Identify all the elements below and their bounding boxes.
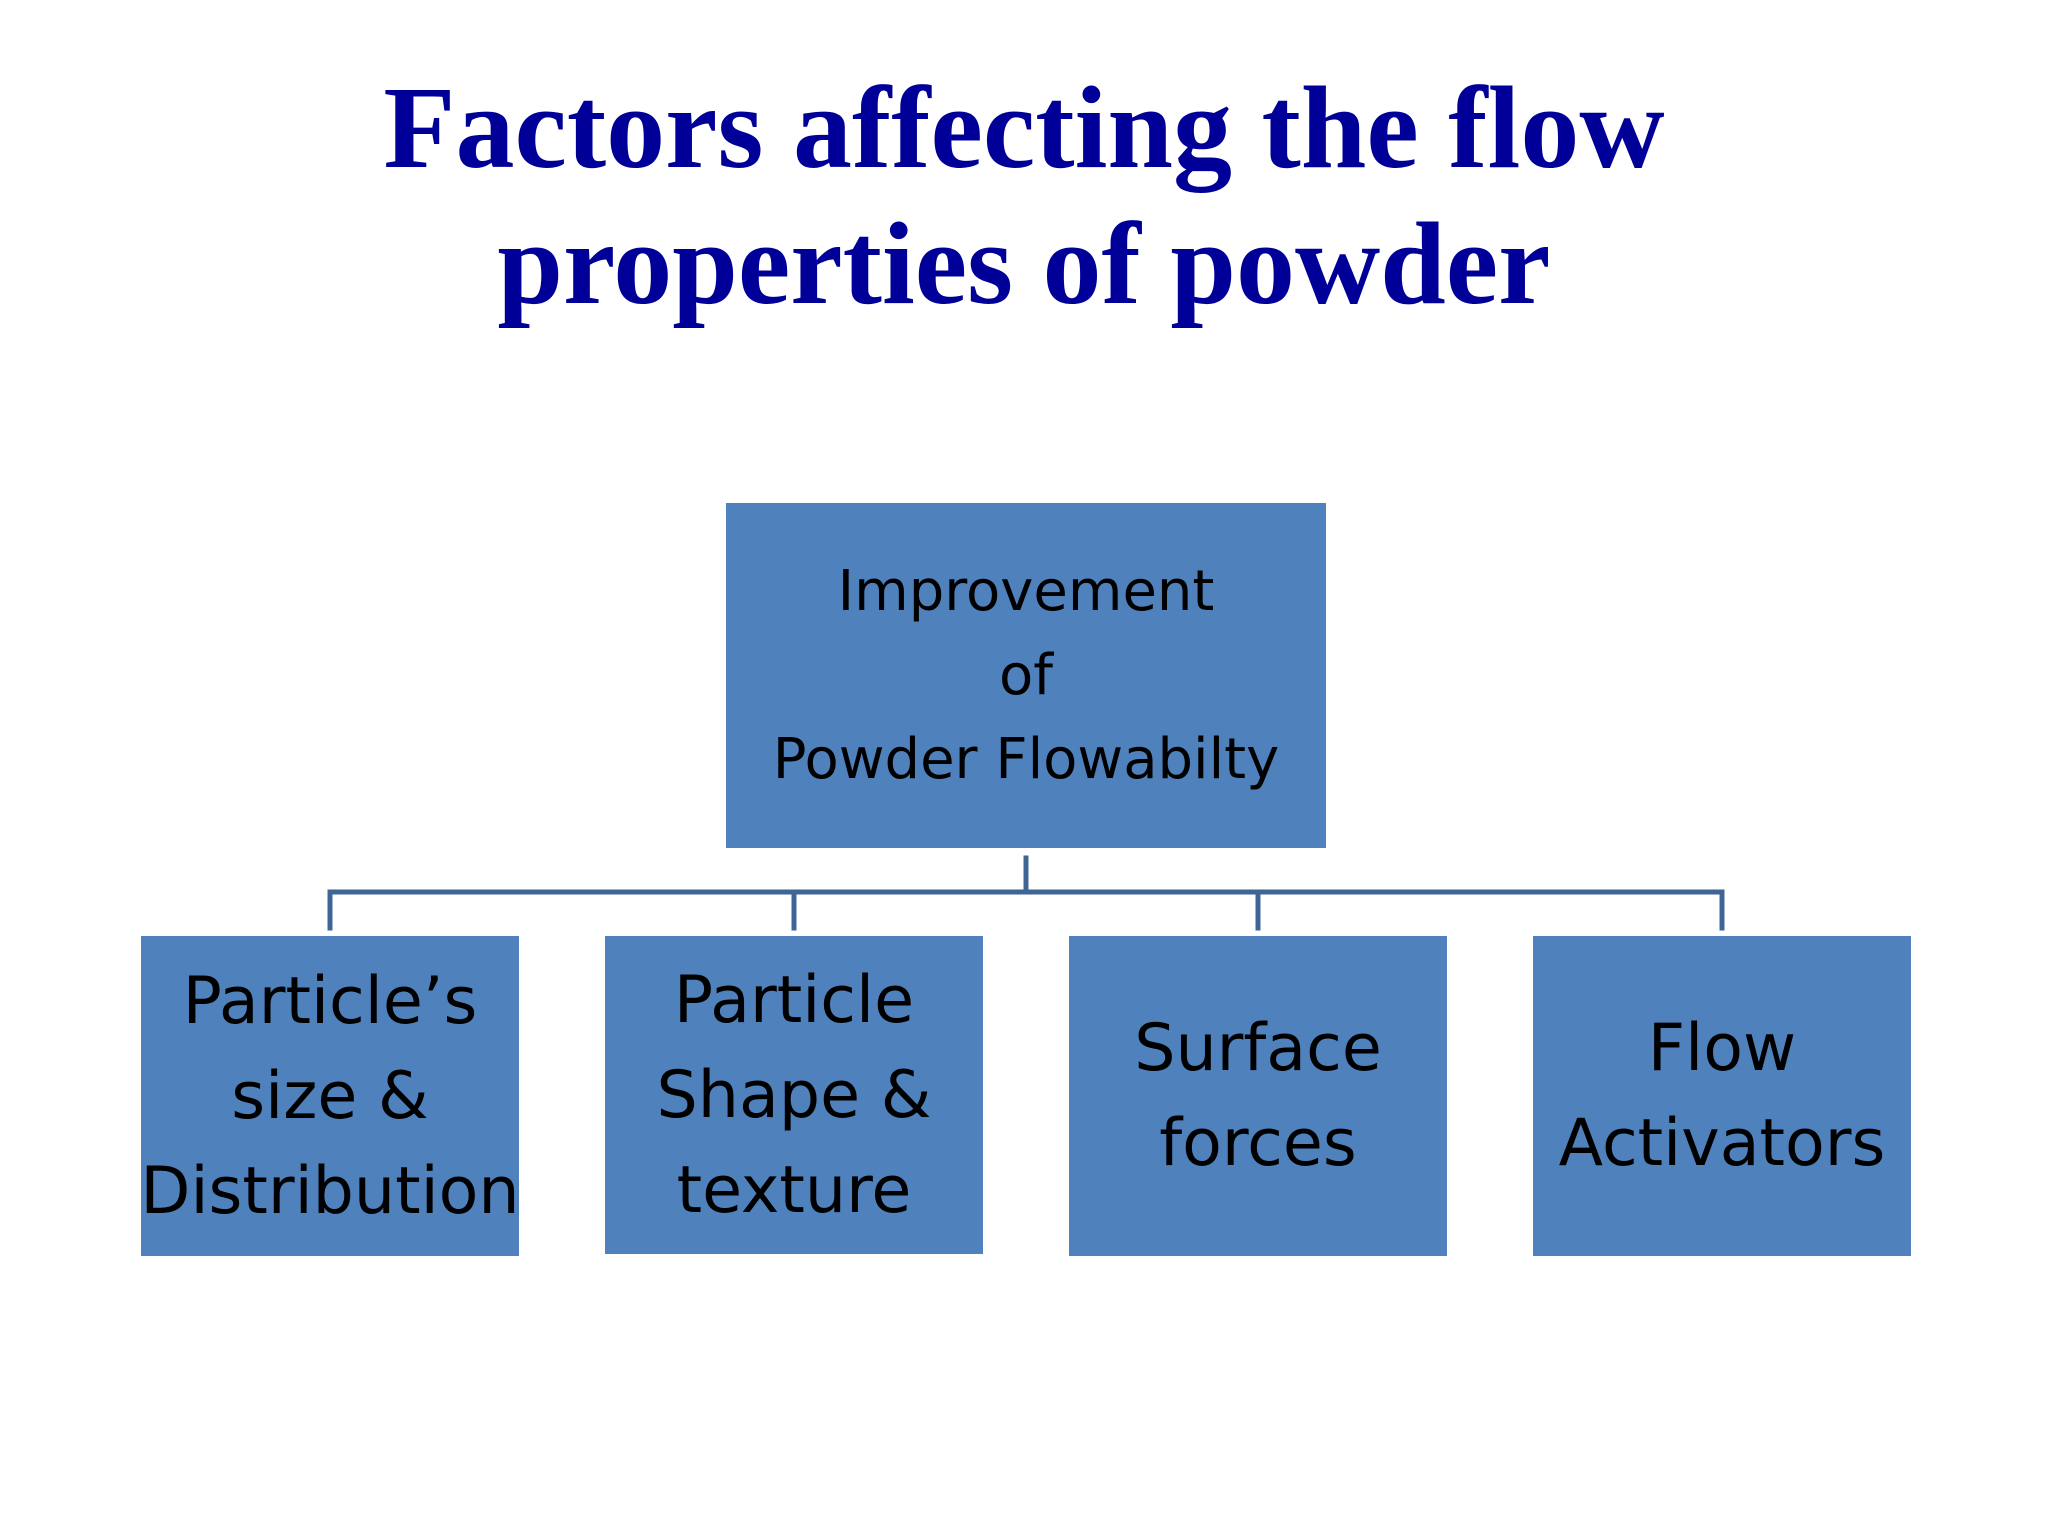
child-node-text: Particle’s size & Distribution [140, 954, 519, 1239]
child-node-line: Particle’s [182, 963, 478, 1039]
child-node-text: Particle Shape & texture [657, 953, 932, 1238]
root-node-text: Improvement of Powder Flowabilty [773, 550, 1280, 802]
slide-title-line-2: properties of powder [497, 198, 1551, 329]
child-node-text: Flow Activators [1559, 1001, 1886, 1191]
root-node-line-1: Improvement [837, 558, 1215, 624]
child-node-line: Surface [1134, 1011, 1382, 1086]
child-node-line: Shape & [656, 1057, 932, 1133]
child-node-particle-shape: Particle Shape & texture [605, 936, 983, 1254]
child-node-line: Activators [1558, 1106, 1886, 1181]
root-node-line-3: Powder Flowabilty [772, 726, 1280, 792]
child-node-line: size & [231, 1058, 429, 1134]
root-node-box: Improvement of Powder Flowabilty [726, 503, 1326, 848]
child-node-particle-size: Particle’s size & Distribution [140, 936, 520, 1256]
slide-title-line-1: Factors affecting the flow [383, 62, 1665, 193]
child-node-line: Particle [673, 962, 915, 1038]
child-node-line: forces [1159, 1106, 1357, 1181]
child-node-line: Flow [1647, 1011, 1797, 1086]
child-node-line: Distribution [140, 1153, 520, 1229]
child-node-surface-forces: Surface forces [1069, 936, 1447, 1256]
child-node-text: Surface forces [1134, 1001, 1382, 1191]
slide-title: Factors affecting the flow properties of… [0, 60, 2048, 332]
root-node-line-2: of [999, 642, 1053, 708]
child-node-flow-activators: Flow Activators [1533, 936, 1911, 1256]
child-node-line: texture [676, 1152, 912, 1228]
